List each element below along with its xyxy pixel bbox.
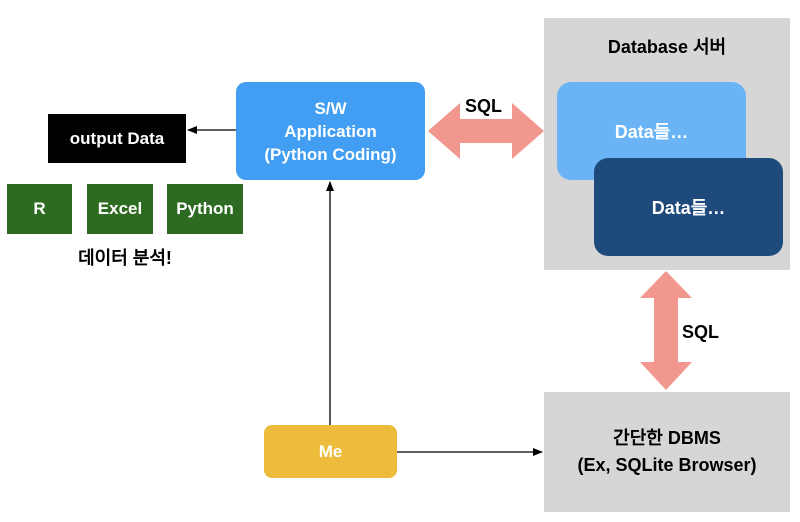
tool-r: R [7, 184, 72, 234]
dbms-line-2: (Ex, SQLite Browser) [577, 455, 757, 475]
tool-python: Python [167, 184, 243, 234]
tool-excel: Excel [87, 184, 153, 234]
database-server-title: Database 서버 [607, 37, 727, 57]
sql-label-right: SQL [682, 322, 720, 342]
app-line-2: Application [284, 121, 377, 141]
app-line-1: S/W [314, 98, 347, 118]
sql-arrow-db-dbms [640, 271, 692, 390]
output-data-node: output Data [48, 114, 186, 163]
me-node: Me [264, 425, 397, 478]
sql-label-top: SQL [465, 96, 503, 116]
sw-application-node: S/W Application (Python Coding) [236, 82, 425, 180]
sql-arrow-app-db [428, 103, 544, 159]
analysis-label: 데이터 분석! [78, 248, 172, 268]
data-block-back: Data들… [594, 158, 783, 256]
dbms-node: 간단한 DBMS (Ex, SQLite Browser) [544, 392, 790, 512]
app-line-3: (Python Coding) [264, 144, 397, 164]
dbms-line-1: 간단한 DBMS [613, 428, 721, 448]
